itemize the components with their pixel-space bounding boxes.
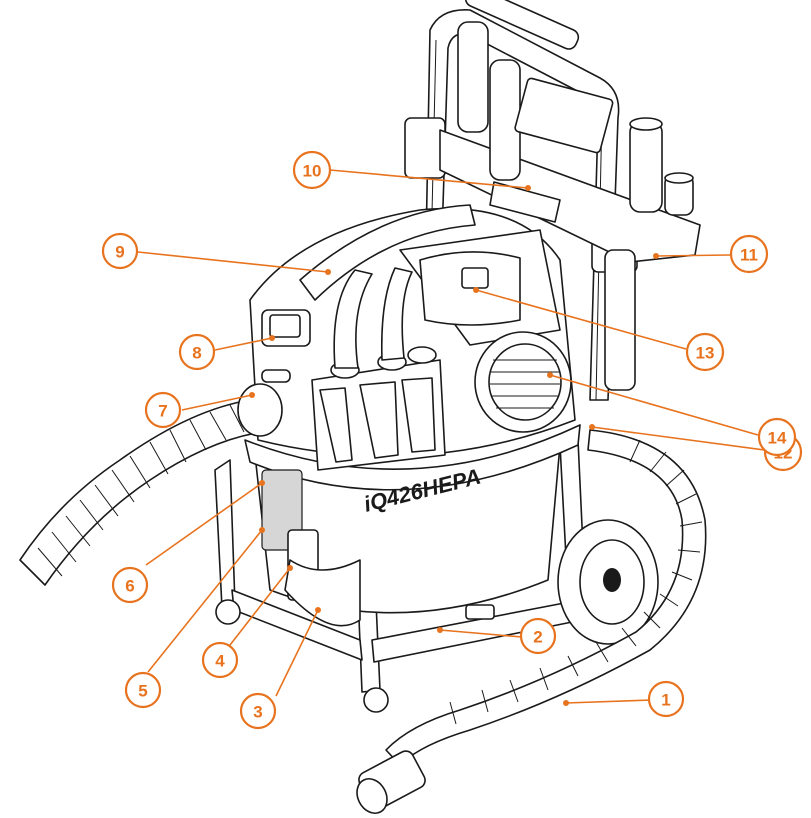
- leader-end-12: [589, 424, 595, 430]
- inlet-hose: [19, 383, 283, 586]
- leader-14: [549, 374, 759, 436]
- callout-8-label: 8: [192, 344, 201, 363]
- leader-end-13: [473, 287, 479, 293]
- leader-end-8: [269, 335, 275, 341]
- callout-6: 6: [111, 566, 149, 604]
- callout-5: 5: [124, 671, 162, 709]
- leader-9: [137, 251, 329, 273]
- leader-3: [275, 609, 319, 697]
- callout-6-label: 6: [125, 577, 134, 596]
- leader-end-7: [249, 392, 255, 398]
- callout-10: 10: [292, 150, 332, 190]
- leader-4: [229, 567, 291, 646]
- leader-7: [181, 394, 253, 411]
- callout-9: 9: [101, 232, 139, 270]
- callout-7: 7: [144, 391, 182, 429]
- callout-2: 2: [519, 617, 557, 655]
- cyclone-filters: [311, 267, 446, 471]
- leader-end-9: [325, 269, 331, 275]
- callout-leaders: [137, 169, 765, 706]
- exhaust-hose: [356, 429, 707, 814]
- callout-5-label: 5: [138, 682, 147, 701]
- collection-drum: iQ426HEPA: [244, 424, 581, 627]
- callout-13-label: 13: [696, 344, 715, 363]
- callout-11-label: 11: [740, 246, 758, 265]
- callout-1: 1: [647, 680, 685, 718]
- leader-13: [475, 289, 687, 350]
- callout-13: 13: [685, 332, 725, 372]
- leader-12: [591, 426, 765, 451]
- callout-4-label: 4: [215, 652, 225, 671]
- leader-end-6: [259, 480, 265, 486]
- leader-end-1: [563, 700, 569, 706]
- callout-14-label: 14: [768, 429, 787, 448]
- leader-11: [655, 254, 731, 257]
- leader-end-4: [287, 565, 293, 571]
- leader-1: [565, 699, 653, 704]
- callout-3-label: 3: [253, 703, 262, 722]
- leader-2: [439, 629, 523, 638]
- leader-10: [329, 169, 529, 189]
- callout-14: 14: [757, 417, 797, 457]
- leader-end-2: [437, 627, 443, 633]
- callout-2-label: 2: [533, 628, 542, 647]
- leader-5: [147, 529, 263, 673]
- callout-3: 3: [239, 692, 277, 730]
- callout-9-label: 9: [115, 243, 124, 262]
- callout-badges: 1 2 3 4 5 6 7 8: [101, 150, 803, 730]
- callout-1-label: 1: [661, 691, 670, 710]
- callout-11: 11: [729, 234, 769, 274]
- callout-10-label: 10: [303, 162, 322, 181]
- leader-end-5: [259, 527, 265, 533]
- leader-6: [145, 482, 263, 566]
- leader-end-11: [653, 253, 659, 259]
- callout-4: 4: [201, 641, 239, 679]
- callout-7-label: 7: [158, 402, 167, 421]
- leader-end-3: [315, 607, 321, 613]
- vacuum-illustration: iQ426HEPA: [19, 0, 707, 814]
- leader-8: [214, 337, 273, 351]
- callout-8: 8: [178, 333, 216, 371]
- leader-end-10: [525, 185, 531, 191]
- leader-end-14: [547, 372, 553, 378]
- cart-handle: [404, 0, 701, 401]
